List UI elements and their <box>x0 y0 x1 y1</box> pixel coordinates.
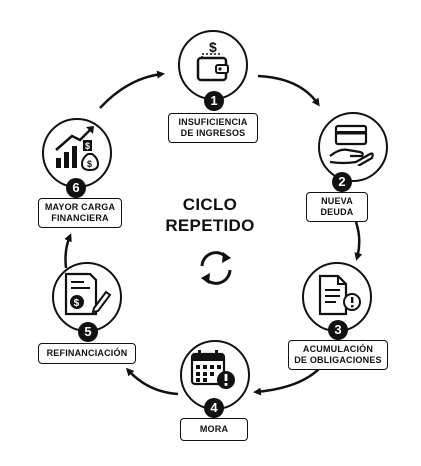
svg-text:$: $ <box>85 141 90 151</box>
step-4-badge: 4 <box>204 398 224 418</box>
step-3-label-line2: DE OBLIGACIONES <box>294 355 382 365</box>
arrow-1-to-2 <box>257 74 320 107</box>
step-3-label: ACUMULACIÓN DE OBLIGACIONES <box>288 340 388 370</box>
step-3-label-line1: ACUMULACIÓN <box>302 344 374 354</box>
center-title-line1: CICLO <box>182 195 238 214</box>
step-1-label: INSUFICIENCIA DE INGRESOS <box>168 113 258 143</box>
step-6-label-line2: FINANCIERA <box>51 213 109 223</box>
step-1-label-line2: DE INGRESOS <box>180 128 246 138</box>
wallet-dollar-icon: $ <box>196 39 229 82</box>
step-5-badge: 5 <box>78 322 98 342</box>
step-1-badge: 1 <box>204 91 224 111</box>
arrow-3-to-4 <box>253 367 321 396</box>
arrow-5-to-6 <box>64 233 72 269</box>
step-2-circle <box>318 112 388 182</box>
step-5-label: REFINANCIACIÓN <box>38 343 136 364</box>
arrow-6-to-1 <box>99 70 165 109</box>
svg-text:$: $ <box>87 159 92 169</box>
step-5-label-line1: REFINANCIACIÓN <box>46 348 128 358</box>
arrow-2-to-3 <box>354 221 363 261</box>
growth-chart-money-icon: $ $ <box>55 126 100 172</box>
center-title-line2: REPETIDO <box>165 216 255 235</box>
svg-text:$: $ <box>74 298 80 309</box>
documents-alert-icon <box>318 274 361 316</box>
calendar-alert-icon <box>190 350 235 389</box>
step-6-label: MAYOR CARGA FINANCIERA <box>38 198 122 228</box>
svg-text:$: $ <box>209 39 217 55</box>
step-4-label: MORA <box>180 418 248 441</box>
step-3-badge: 3 <box>328 320 348 340</box>
step-4-label-line1: MORA <box>199 424 229 434</box>
arrow-4-to-5 <box>125 367 179 396</box>
step-2-label: NUEVA DEUDA <box>306 192 368 222</box>
center-title: CICLO REPETIDO <box>150 194 270 236</box>
step-6-badge: 6 <box>66 178 86 198</box>
step-1-label-line1: INSUFICIENCIA <box>178 117 248 127</box>
step-2-badge: 2 <box>332 172 352 192</box>
hand-card-icon <box>329 124 374 166</box>
step-6-label-line1: MAYOR CARGA <box>44 202 116 212</box>
refresh-cycle-icon <box>200 251 232 285</box>
contract-pen-icon: $ <box>64 272 112 316</box>
step-2-label-line2: DEUDA <box>320 207 354 217</box>
step-2-label-line1: NUEVA <box>321 196 353 206</box>
